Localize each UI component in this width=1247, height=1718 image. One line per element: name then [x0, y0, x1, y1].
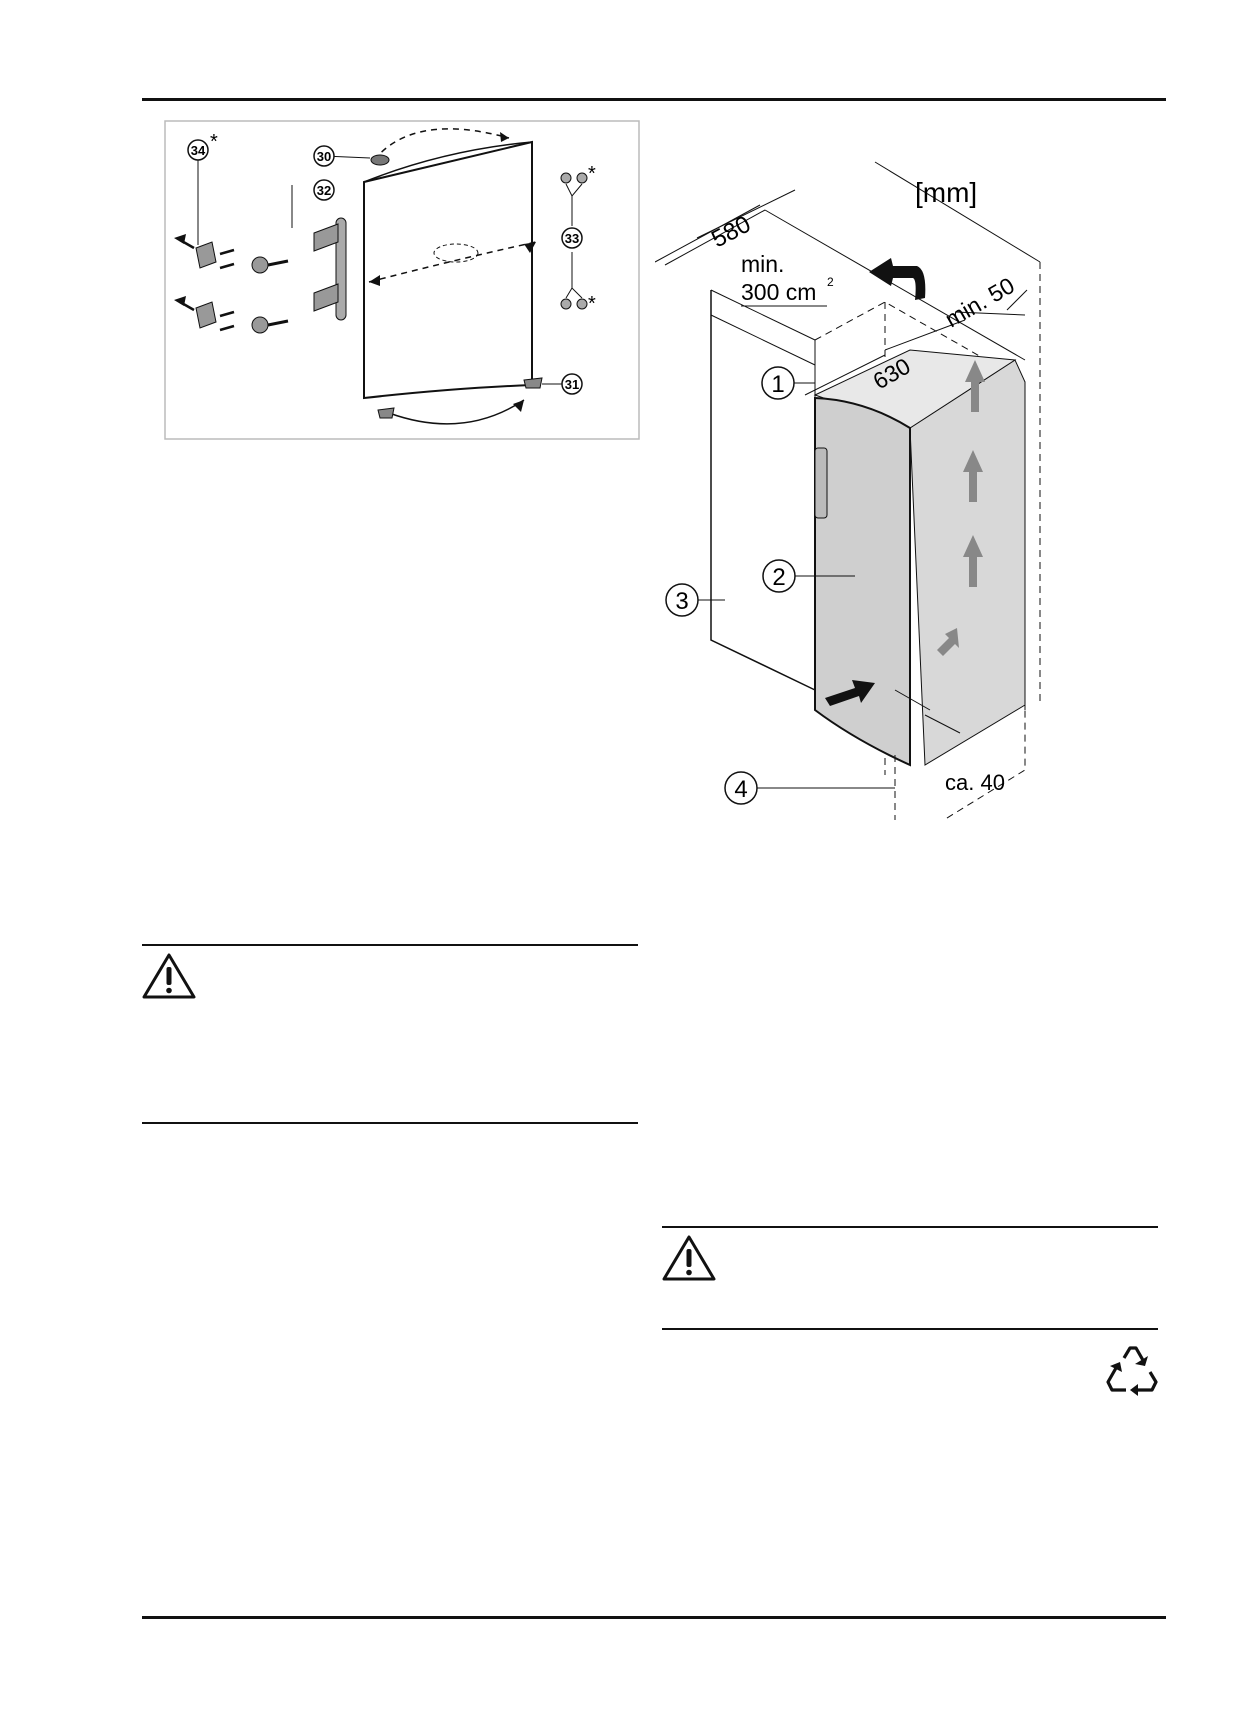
warning-2-top-rule	[662, 1226, 1158, 1228]
callout-4: 4	[724, 771, 895, 805]
svg-text:4: 4	[734, 776, 747, 803]
callout-33: 33	[561, 227, 583, 249]
callout-32: 32	[313, 179, 335, 201]
asterisk-34: *	[210, 131, 218, 153]
dim-min50: min. 50	[941, 272, 1019, 332]
unit-label: [mm]	[915, 177, 977, 208]
warning-triangle-icon	[142, 953, 196, 999]
vent-sup: 2	[827, 275, 834, 289]
asterisk-33-top: *	[588, 163, 596, 185]
svg-text:34: 34	[191, 143, 206, 158]
asterisk-33-bottom: *	[588, 293, 596, 315]
svg-text:3: 3	[675, 588, 688, 615]
svg-text:1: 1	[771, 371, 784, 398]
svg-text:33: 33	[565, 231, 579, 246]
callout-3: 3	[665, 583, 725, 617]
warning-triangle-icon	[662, 1235, 716, 1281]
header-rule	[142, 98, 1166, 101]
callout-1: 1	[761, 366, 815, 400]
vent-area: 300 cm	[741, 279, 816, 305]
svg-text:30: 30	[317, 149, 331, 164]
warning-2-bottom-rule	[662, 1328, 1158, 1330]
svg-text:32: 32	[317, 183, 331, 198]
dim-580: 580	[707, 211, 755, 254]
warning-1-top-rule	[142, 944, 638, 946]
svg-text:31: 31	[565, 377, 579, 392]
door-reversal-figure: 34 * 30 32 33 * * 31	[164, 120, 640, 440]
footer-rule	[142, 1616, 1166, 1619]
callout-2: 2	[762, 559, 855, 593]
recycle-icon	[1106, 1346, 1158, 1396]
warning-1-bottom-rule	[142, 1122, 638, 1124]
callout-34: 34	[187, 139, 209, 161]
callout-30: 30	[313, 145, 335, 167]
callout-31: 31	[561, 373, 583, 395]
svg-text:2: 2	[772, 564, 785, 591]
installation-figure: [mm] 580 min. 300 cm 2 min. 50 630 ca. 4…	[655, 161, 1041, 820]
vent-min: min.	[741, 251, 784, 277]
dim-ca40: ca. 40	[945, 770, 1005, 795]
